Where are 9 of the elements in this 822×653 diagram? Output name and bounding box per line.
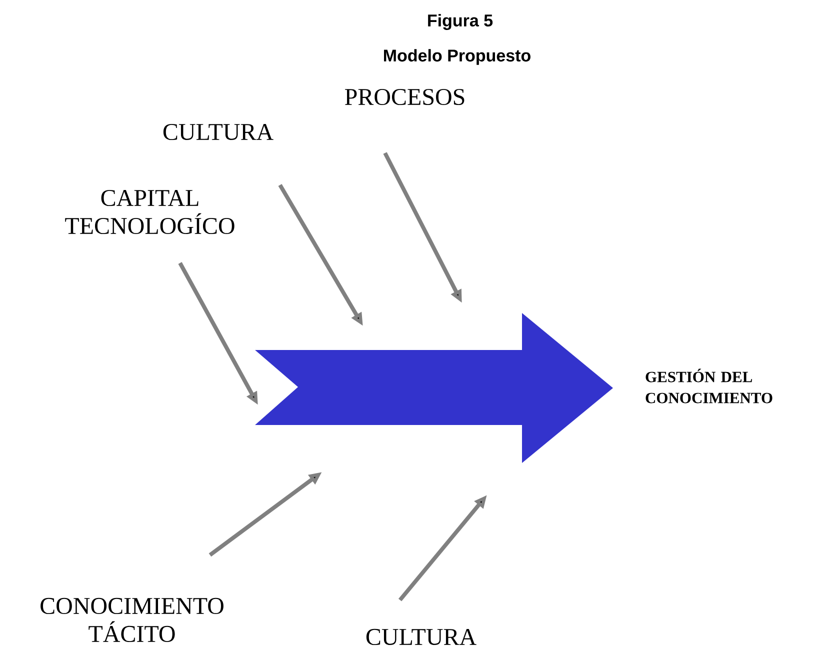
node-label: CULTURA [366,628,476,646]
title: Figura 5 [428,14,493,30]
subtitle: Modelo Propuesto [384,49,530,65]
block-arrow [255,313,613,463]
node-label: PROCESOS [345,88,464,106]
node-label: GESTIÓN DEL CONOCIMIENTO [646,368,772,404]
node-label: CULTURA [163,124,274,140]
node-label: CONOCIMIENTO TÁCITO [40,598,224,642]
node-label: CAPITAL TECNOLOGÍCO [65,190,234,234]
